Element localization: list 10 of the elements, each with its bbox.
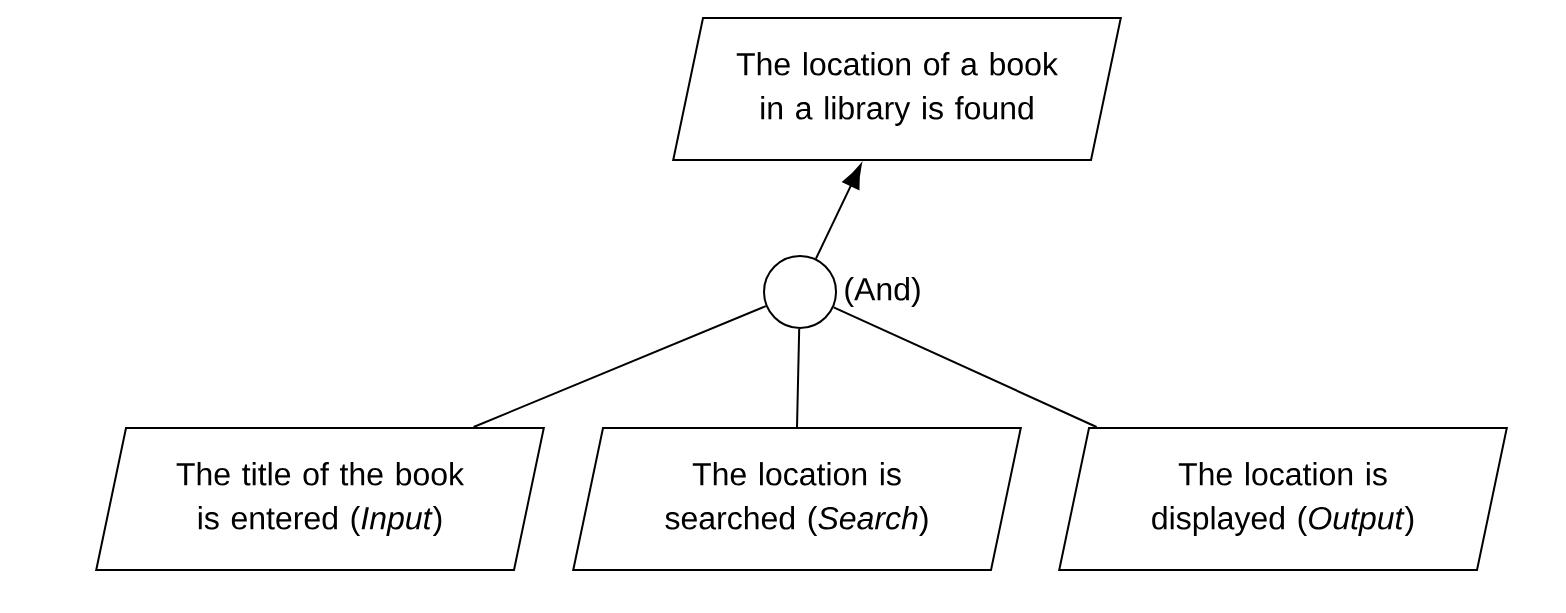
parallelogram-box: The location is displayed (Output) <box>1058 427 1509 571</box>
parallelogram-box: The title of the book is entered (Input) <box>95 427 546 571</box>
connector-line <box>832 306 1098 428</box>
connector-line <box>472 305 767 428</box>
connector-line <box>814 163 862 260</box>
circle-connector <box>763 255 837 329</box>
connector-line <box>796 328 801 428</box>
parallelogram-box: The location of a book in a library is found <box>672 17 1123 161</box>
node-caption: (And) <box>845 277 920 307</box>
parallelogram-box: The location is searched (Search) <box>572 427 1023 571</box>
